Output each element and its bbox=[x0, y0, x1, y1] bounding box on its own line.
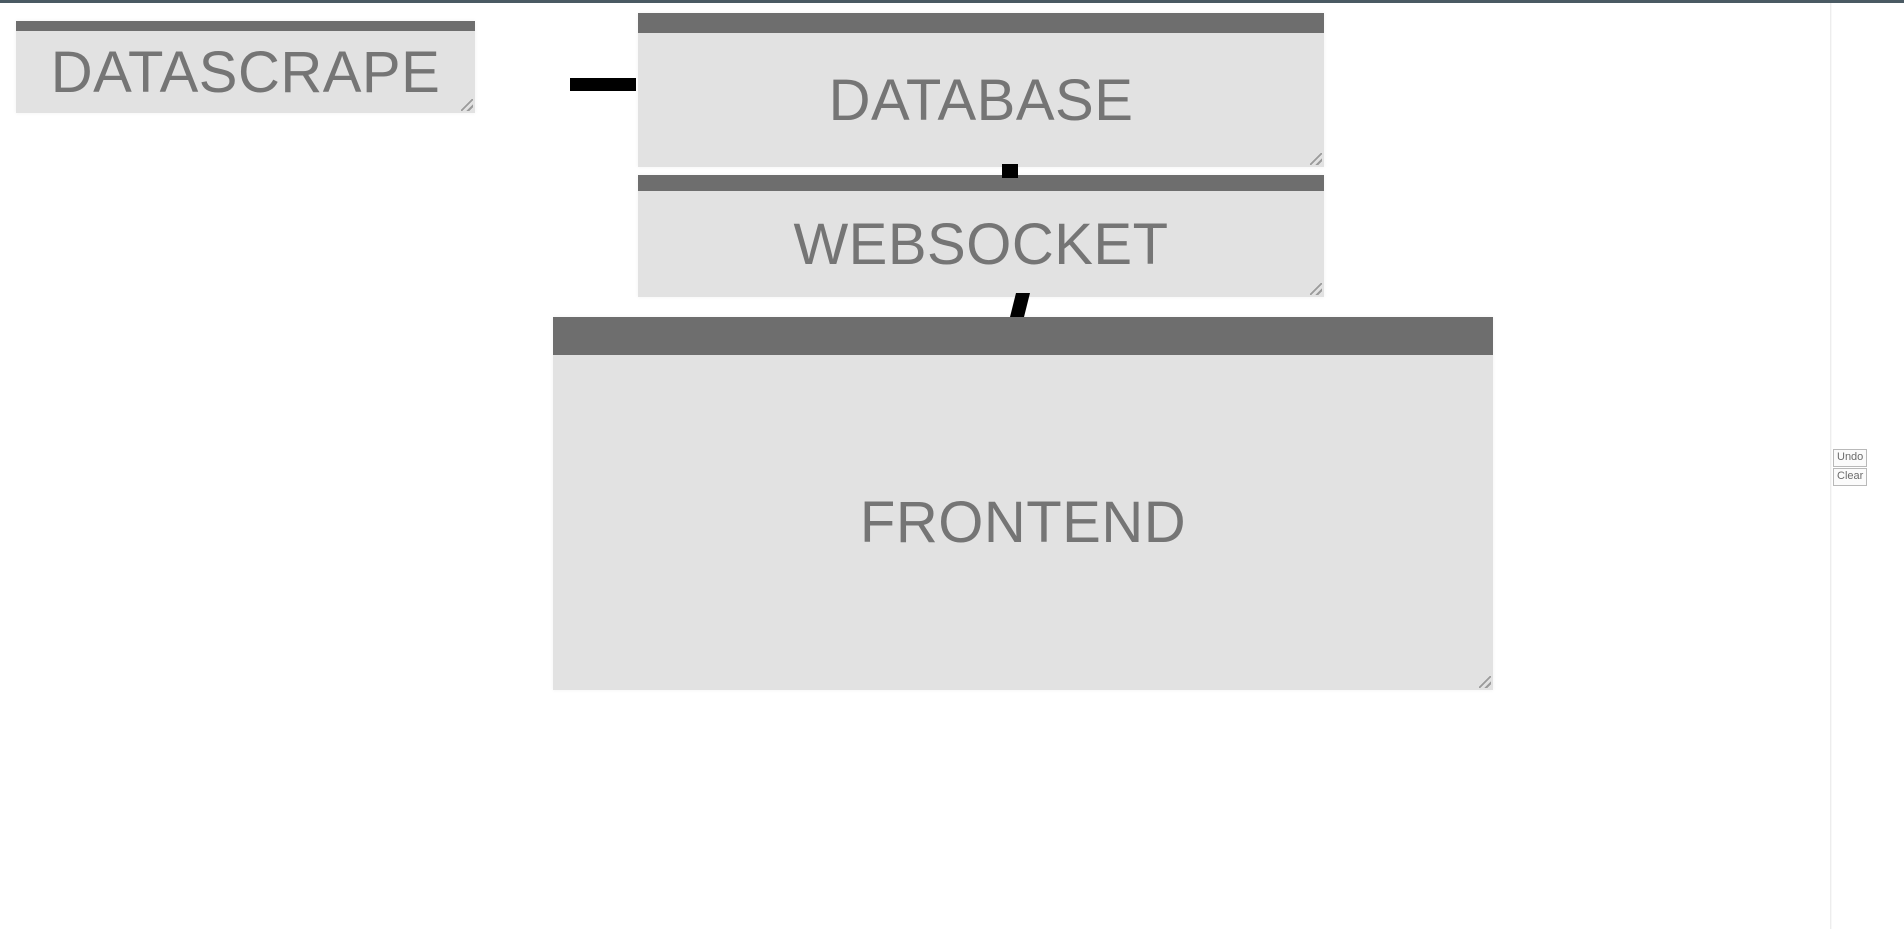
undo-button[interactable]: Undo bbox=[1833, 449, 1868, 467]
node-body-websocket[interactable]: WEBSOCKET bbox=[638, 191, 1324, 297]
diagram-node-websocket[interactable]: WEBSOCKET bbox=[638, 175, 1324, 297]
node-label-database: DATABASE bbox=[828, 67, 1134, 133]
node-header-database[interactable] bbox=[638, 13, 1324, 33]
node-header-websocket[interactable] bbox=[638, 175, 1324, 191]
node-label-websocket: WEBSOCKET bbox=[793, 211, 1169, 277]
diagram-node-database[interactable]: DATABASE bbox=[638, 13, 1324, 167]
node-body-database[interactable]: DATABASE bbox=[638, 33, 1324, 167]
clear-button[interactable]: Clear bbox=[1833, 468, 1868, 486]
node-header-frontend[interactable] bbox=[553, 317, 1493, 355]
connector-database-to-websocket[interactable] bbox=[1002, 164, 1018, 178]
resize-grip-frontend[interactable] bbox=[1479, 676, 1491, 688]
node-label-frontend: FRONTEND bbox=[859, 490, 1187, 555]
node-label-datascrape: DATASCRAPE bbox=[50, 39, 441, 105]
resize-grip-websocket[interactable] bbox=[1310, 283, 1322, 295]
diagram-node-datascrape[interactable]: DATASCRAPE bbox=[16, 21, 475, 113]
resize-grip-database[interactable] bbox=[1310, 153, 1322, 165]
diagram-node-frontend[interactable]: FRONTEND bbox=[553, 317, 1493, 690]
canvas-right-edge bbox=[1830, 3, 1832, 929]
node-header-datascrape[interactable] bbox=[16, 21, 475, 31]
resize-grip-datascrape[interactable] bbox=[461, 99, 473, 111]
node-body-datascrape[interactable]: DATASCRAPE bbox=[16, 31, 475, 113]
diagram-canvas[interactable]: DATASCRAPE DATABASE WEBSOCKET FRONTEND bbox=[0, 3, 1830, 929]
node-body-frontend[interactable]: FRONTEND bbox=[553, 355, 1493, 690]
connector-datascrape-to-database[interactable] bbox=[570, 78, 636, 91]
top-window-rule bbox=[0, 0, 1904, 3]
